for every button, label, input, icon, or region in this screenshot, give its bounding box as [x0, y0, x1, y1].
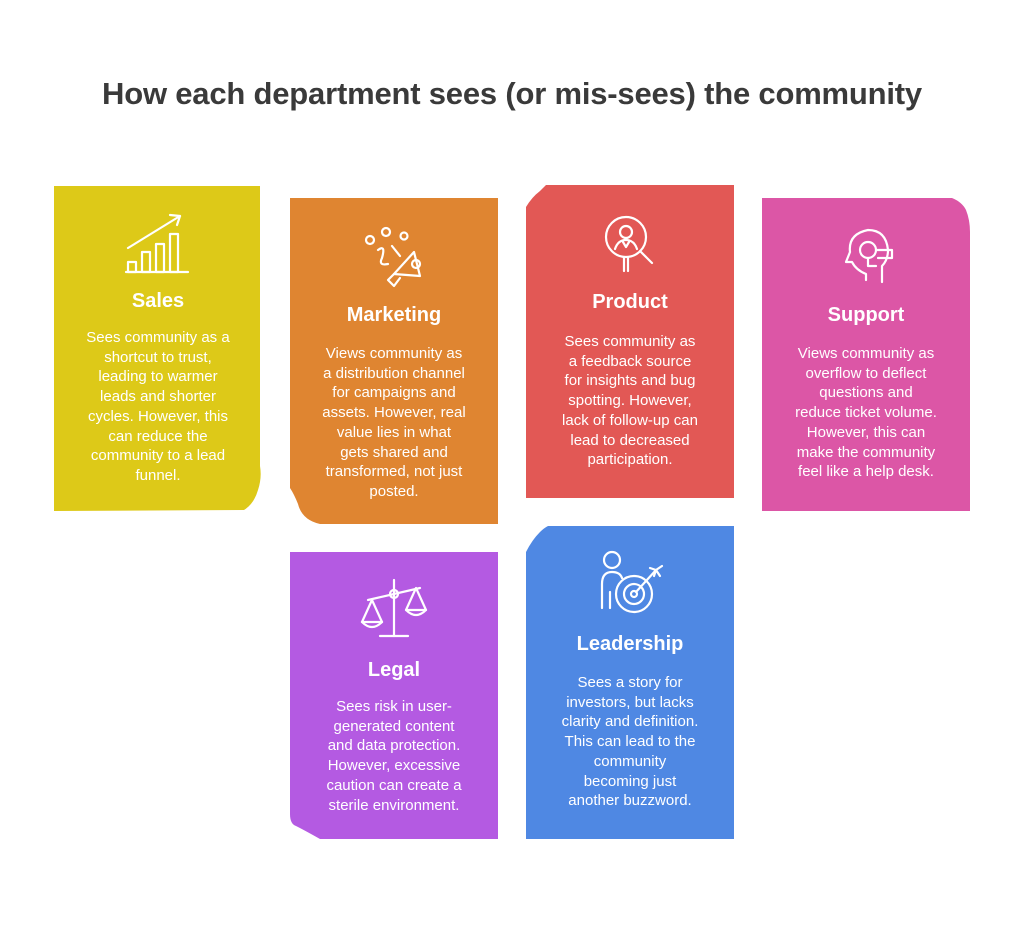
card-body-line: lead to decreased — [570, 431, 690, 449]
card-heading: Leadership — [576, 633, 684, 655]
card-heading: Marketing — [346, 304, 442, 326]
card-body-line: caution can create a — [326, 776, 462, 794]
card-body-line: reduce ticket volume. — [795, 404, 937, 422]
card-body: Views community as a distribution channel… — [296, 344, 492, 502]
card-sales: Sales Sees community as a shortcut to tru… — [54, 186, 262, 512]
card-body-line: sterile environment. — [328, 796, 460, 814]
card-background — [54, 186, 261, 511]
card-body-line: However, excessive — [327, 757, 461, 775]
card-body: Sees a story for investors, but lacks clar… — [532, 673, 728, 811]
card-product: Product Sees community as a feedback sour… — [526, 185, 734, 498]
card-body-line: value lies in what — [336, 423, 452, 441]
card-heading: Sales — [131, 290, 185, 312]
card-legal: Legal Sees risk in user-generated conten… — [290, 552, 498, 839]
card-body-line: cycles. However, this — [87, 407, 229, 425]
user-search-icon — [594, 205, 666, 277]
card-body-line: posted. — [369, 482, 419, 500]
card-body-line: spotting. However, — [568, 392, 692, 410]
card-body-line: make the community — [796, 443, 936, 461]
card-heading: Legal — [367, 659, 421, 681]
card-body-line: becoming just — [583, 772, 677, 790]
card-support: Support Views community as overflow to de… — [762, 198, 970, 511]
card-body-line: questions and — [819, 384, 913, 402]
card-body-line: shortcut to trust, — [104, 348, 212, 366]
person-target-icon — [594, 546, 666, 618]
card-leadership: Leadership Sees a story for investors, bu… — [526, 526, 734, 839]
card-heading: Support — [827, 304, 905, 326]
card-body-line: community — [593, 752, 667, 770]
card-body-line: generated content — [333, 717, 455, 735]
growth-chart-icon — [122, 208, 194, 280]
card-body-line: transformed, not just — [325, 463, 463, 481]
card-body-line: Views community as — [325, 345, 463, 362]
card-body-line: Sees community as a — [86, 329, 230, 346]
card-body-line: leads and shorter — [100, 388, 216, 406]
card-body-line: funnel. — [135, 466, 181, 484]
card-body-line: investors, but lacks — [566, 693, 694, 711]
card-body-line: feel like a help desk. — [798, 463, 934, 481]
card-body-line: leading to warmer — [98, 368, 218, 386]
card-body-line: can reduce the — [108, 427, 208, 445]
card-body: Sees community as a shortcut to trust, lea… — [60, 328, 256, 486]
card-background — [290, 198, 498, 524]
page-title: How each department sees (or mis-sees) t… — [102, 76, 922, 111]
card-background — [290, 552, 498, 839]
card-body-line: for campaigns and — [332, 384, 456, 402]
card-body-line: lack of follow-up can — [562, 411, 698, 429]
card-body-line: a feedback source — [568, 352, 692, 370]
card-body-line: another buzzword. — [568, 792, 692, 810]
card-body-line: assets. However, real — [322, 404, 466, 422]
card-body-line: Views community as — [797, 345, 935, 362]
card-background — [526, 526, 734, 839]
card-marketing: Marketing Views community as a distributi… — [290, 198, 498, 524]
card-body-line: clarity and definition. — [561, 713, 699, 731]
card-body: Sees risk in user-generated content and d… — [296, 697, 492, 815]
megaphone-icon — [358, 220, 430, 292]
card-body-line: participation. — [587, 451, 673, 469]
card-body-line: Sees risk in user- — [336, 698, 452, 715]
scales-icon — [358, 574, 430, 646]
card-body: Views community as overflow to deflect que… — [768, 344, 964, 482]
card-body-line: and data protection. — [327, 737, 461, 755]
card-body-line: gets shared and — [340, 443, 448, 461]
card-heading: Product — [592, 291, 668, 313]
card-body-line: However, this can — [806, 423, 926, 441]
card-background — [762, 198, 970, 511]
card-body: Sees community as a feedback source for in… — [532, 332, 728, 470]
card-body-line: community to a lead — [90, 447, 226, 465]
card-body-line: overflow to deflect — [805, 364, 927, 382]
card-body-line: a distribution channel — [323, 364, 465, 382]
card-background — [526, 185, 734, 498]
card-body-line: Sees community as — [564, 333, 696, 350]
headset-icon — [830, 220, 902, 292]
card-body-line: Sees a story for — [577, 674, 683, 691]
card-body-line: This can lead to the — [564, 733, 696, 751]
card-body-line: for insights and bug — [564, 372, 696, 390]
